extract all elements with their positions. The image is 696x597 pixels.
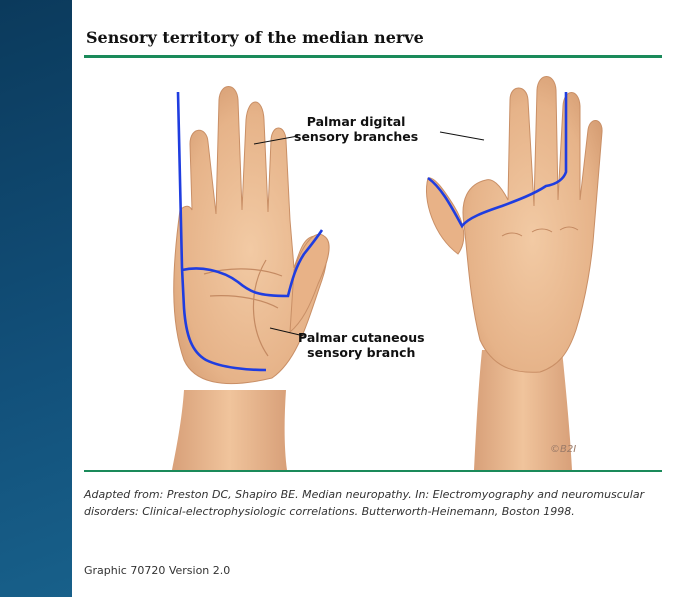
palmar-digital-label-line2: sensory branches [294, 129, 418, 144]
palmar-cutaneous-label-line1: Palmar cutaneous [298, 330, 425, 345]
palmar-hand [172, 87, 329, 471]
citation-caption: Adapted from: Preston DC, Shapiro BE. Me… [84, 486, 674, 520]
page-title: Sensory territory of the median nerve [86, 28, 424, 47]
dorsal-hand [426, 77, 602, 471]
palmar-digital-label-line1: Palmar digital [294, 114, 418, 129]
hand-illustration: Palmar digital sensory branches Palmar c… [72, 60, 696, 470]
right-thumb [426, 178, 463, 254]
palmar-cutaneous-label-line2: sensory branch [298, 345, 425, 360]
title-divider [84, 55, 662, 58]
palmar-digital-label: Palmar digital sensory branches [294, 114, 418, 144]
graphic-version: Graphic 70720 Version 2.0 [84, 564, 230, 577]
caption-divider [84, 470, 662, 472]
palmar-cutaneous-label: Palmar cutaneous sensory branch [298, 330, 425, 360]
right-hand-body [463, 77, 602, 373]
digital-pointer-right [440, 132, 484, 140]
left-forearm [172, 390, 287, 470]
artist-signature: ©B2I [550, 444, 576, 455]
graphic-card: Sensory territory of the median nerve [72, 0, 696, 597]
